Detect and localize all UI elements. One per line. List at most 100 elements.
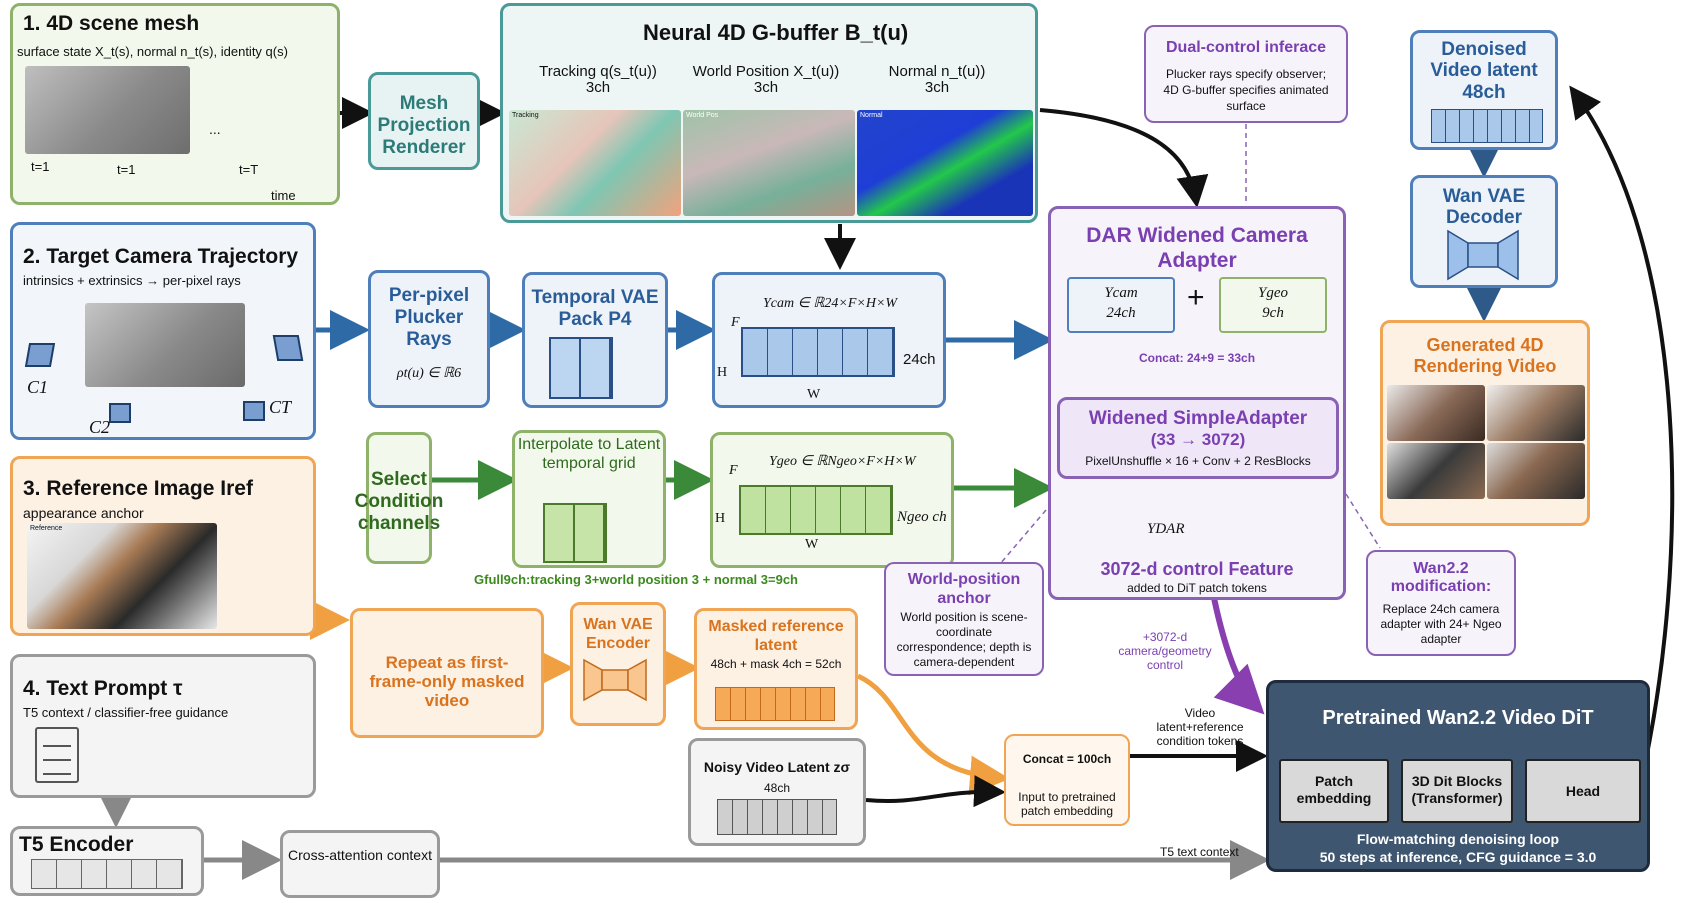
mesh-image xyxy=(25,66,190,154)
t5-context-label: T5 text context xyxy=(1160,845,1239,859)
simple-adapter-box: Widened SimpleAdapter (33 → 3072) PixelU… xyxy=(1057,397,1339,479)
denoised-box: Denoised Video latent 48ch xyxy=(1410,30,1558,150)
video-tokens-label: Video latent+reference condition tokens xyxy=(1156,706,1244,748)
camera-icon-2 xyxy=(109,403,131,423)
reference-title: 3. Reference Image Iref xyxy=(23,477,253,500)
ygeo-H: H xyxy=(715,511,726,526)
projection-label: Mesh Projection Renderer xyxy=(377,93,471,158)
decoder-title: Wan VAE Decoder xyxy=(1442,186,1526,228)
dar-ycam: Ycam 24ch xyxy=(1067,277,1175,333)
t5-tokens xyxy=(31,859,183,889)
gbuffer-title: Neural 4D G-buffer B_t(u) xyxy=(643,20,909,45)
reference-panel: 3. Reference Image Iref appearance ancho… xyxy=(10,456,316,636)
simple-detail: PixelUnshuffle × 16 + Conv + 2 ResBlocks xyxy=(1085,454,1311,468)
ycam-grid xyxy=(741,327,895,377)
ygeo-box: Ygeo ∈ ℝNgeo×F×H×W Ngeo ch F H W xyxy=(710,432,954,568)
normal-image: Normal xyxy=(857,110,1033,216)
select-box: Select Condition channels xyxy=(355,432,443,564)
dit-blocks: 3D Dit Blocks (Transformer) xyxy=(1401,759,1513,823)
mesh-dots: ... xyxy=(209,121,221,137)
control-label: +3072-d camera/geometry control xyxy=(1118,630,1212,672)
timeline-time: time xyxy=(271,188,296,203)
cross-title: Cross-attention context xyxy=(288,847,432,863)
reference-subtitle: appearance anchor xyxy=(23,505,144,521)
wan22-note: Wan2.2 modification: Replace 24ch camera… xyxy=(1366,550,1516,656)
camera-title: 2. Target Camera Trajectory xyxy=(23,245,299,268)
noisy-box: Noisy Video Latent zσ 48ch xyxy=(688,738,866,846)
world-anchor-note: World-position anchor World position is … xyxy=(884,562,1044,676)
ycam-H: H xyxy=(717,365,728,380)
masked-grid xyxy=(715,687,835,721)
interp-box: Interpolate to Latent temporal grid xyxy=(512,430,666,568)
encoder-icon xyxy=(583,658,647,702)
camera-icon-4 xyxy=(272,335,304,361)
document-icon xyxy=(35,727,79,783)
arrow-masked-concat xyxy=(856,673,1010,796)
generated-frame-4 xyxy=(1487,443,1585,499)
timeline-t1b: t=1 xyxy=(117,162,136,177)
ycam-W: W xyxy=(807,387,821,402)
camera-ct: CT xyxy=(269,397,292,417)
world-anchor-text: World position is scene-coordinate corre… xyxy=(896,610,1032,669)
gbuffer-tracking: Tracking q(s_t(u))3ch xyxy=(539,63,657,96)
dar-ydar: YDAR xyxy=(1147,521,1185,537)
dit-patch: Patch embedding xyxy=(1279,759,1389,823)
masked-box: Masked reference latent 48ch + mask 4ch … xyxy=(694,608,858,730)
dar-panel: DAR Widened Camera Adapter Ycam 24ch + Y… xyxy=(1048,206,1346,600)
arrow-dit-denoised xyxy=(1569,85,1675,779)
dual-control-note: Dual-control inferace Plucker rays speci… xyxy=(1144,25,1348,123)
plucker-box: Per-pixel Plucker Rays ρt(u) ∈ ℝ6 xyxy=(368,270,490,408)
ycam-box: Ycam ∈ ℝ24×F×H×W 24ch F H W xyxy=(712,272,946,408)
repeat-title: Repeat as first-frame-only masked video xyxy=(369,653,525,710)
interp-cubes xyxy=(543,503,607,563)
t5-title: T5 Encoder xyxy=(19,833,134,856)
ycam-formula: Ycam ∈ ℝ24×F×H×W xyxy=(763,296,898,311)
ygeo-F: F xyxy=(729,463,738,478)
noisy-title: Noisy Video Latent zσ xyxy=(703,759,851,775)
tracking-image: Tracking xyxy=(509,110,681,216)
dit-loop2: 50 steps at inference, CFG guidance = 3.… xyxy=(1319,849,1597,865)
generated-frame-2 xyxy=(1487,385,1585,441)
dual-line1: Plucker rays specify observer; xyxy=(1165,67,1327,81)
dashed-world xyxy=(999,509,1047,565)
ygeo-ch: Ngeo ch xyxy=(897,509,947,525)
arrow-noisy-concat xyxy=(865,775,1006,808)
mesh-panel: 1. 4D scene mesh surface state X_t(s), n… xyxy=(10,3,340,205)
dar-concat: Concat: 24+9 = 33ch xyxy=(1138,351,1256,365)
dual-line3: surface xyxy=(1226,99,1266,113)
dual-line2: 4D G-buffer specifies animated xyxy=(1163,83,1329,97)
dit-panel: Pretrained Wan2.2 Video DiT Patch embedd… xyxy=(1266,680,1650,872)
dual-title: Dual-control inferace xyxy=(1165,39,1327,56)
camera-c2: C2 xyxy=(89,417,111,437)
dit-title: Pretrained Wan2.2 Video DiT xyxy=(1322,707,1594,729)
arrow-gbuffer-dar xyxy=(1039,108,1209,208)
denoised-ch: 48ch xyxy=(1462,82,1506,103)
dar-feature-sub: added to DiT patch tokens xyxy=(1127,581,1267,595)
world-image: World Pos xyxy=(683,110,855,216)
generated-box: Generated 4D Rendering Video xyxy=(1380,320,1590,526)
decoder-icon xyxy=(1447,229,1519,281)
projection-box: Mesh Projection Renderer xyxy=(368,72,480,170)
camera-c1: C1 xyxy=(27,377,49,397)
decoder-box: Wan VAE Decoder xyxy=(1410,175,1558,288)
dashed-wan22 xyxy=(1345,493,1381,549)
masked-title: Masked reference latent xyxy=(708,618,844,654)
plucker-formula: ρt(u) ∈ ℝ6 xyxy=(396,366,462,381)
dar-ygeo: Ygeo 9ch xyxy=(1219,277,1327,333)
ygeo-grid xyxy=(739,485,893,535)
interp-title: Interpolate to Latent temporal grid xyxy=(517,436,661,472)
concat100-box: Concat = 100ch Input to pretrained patch… xyxy=(1004,734,1130,826)
denoised-title: Denoised Video latent xyxy=(1430,39,1538,81)
masked-sub: 48ch + mask 4ch = 52ch xyxy=(710,657,842,671)
text-prompt-panel: 4. Text Prompt τ T5 context / classifier… xyxy=(10,654,316,798)
noisy-grid xyxy=(717,799,837,835)
world-anchor-title: World-position anchor xyxy=(907,571,1021,607)
encoder-box: Wan VAE Encoder xyxy=(570,602,666,726)
dit-head: Head xyxy=(1525,759,1641,823)
ygeo-W: W xyxy=(805,537,819,552)
wan22-title: Wan2.2 modification: xyxy=(1390,560,1492,595)
text-prompt-title: 4. Text Prompt τ xyxy=(23,677,183,700)
mesh-subtitle: surface state X_t(s), normal n_t(s), ide… xyxy=(17,44,288,59)
gbuffer-world: World Position X_t(u))3ch xyxy=(692,63,840,96)
reference-image: Reference xyxy=(27,523,217,629)
